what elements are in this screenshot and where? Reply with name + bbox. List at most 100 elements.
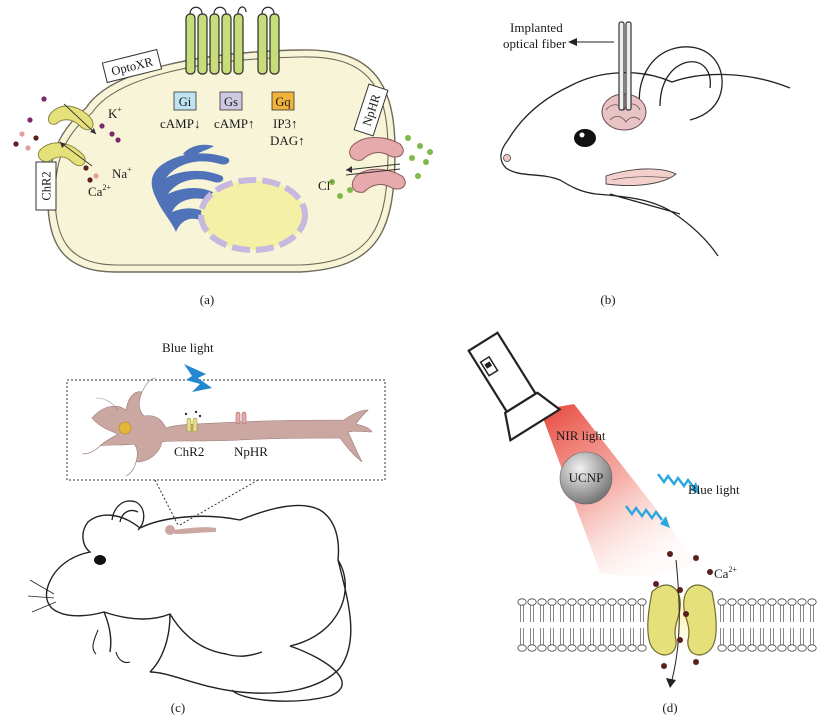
- lipid-head: [587, 644, 597, 652]
- gi-effect: cAMP↓: [160, 116, 200, 131]
- lipid-head: [627, 598, 637, 606]
- zoom-box: [66, 379, 386, 481]
- lipid-head: [717, 598, 727, 606]
- lipid-head: [567, 598, 577, 606]
- ucnp-particle: [559, 451, 613, 505]
- lipid-head: [557, 598, 567, 606]
- lipid-tail: [800, 605, 804, 622]
- ion-flow-arrow: [671, 559, 680, 681]
- panel-b: Implanted optical fiber (b): [500, 20, 791, 307]
- lipid-bilayer: [517, 598, 817, 652]
- blue-light-label-d: Blue light: [688, 482, 740, 497]
- ion-ca-label: Ca2+: [88, 183, 111, 199]
- lipid-tail: [550, 628, 554, 645]
- ion-cl-label: Cl-: [318, 177, 333, 193]
- lipid-head: [527, 598, 537, 606]
- neuron: [81, 377, 373, 477]
- lipid-head: [807, 644, 817, 652]
- lipid-head: [787, 644, 797, 652]
- lipid-head: [617, 598, 627, 606]
- fiber-label-line1: Implanted: [510, 20, 563, 35]
- lipid-head: [727, 598, 737, 606]
- lipid-head: [557, 644, 567, 652]
- lipid-tail: [790, 605, 794, 622]
- lipid-tail: [640, 605, 644, 622]
- lipid-tail: [590, 605, 594, 622]
- ca-label-d: Ca2+: [714, 565, 737, 581]
- neuron-nucleus: [118, 421, 132, 435]
- ucnp-label: UCNP: [569, 470, 604, 485]
- lipid-head: [597, 644, 607, 652]
- nphr-label-box: NpHR: [353, 83, 389, 137]
- rat-tail: [231, 645, 343, 702]
- lipid-head: [727, 644, 737, 652]
- lipid-tail: [540, 605, 544, 622]
- lipid-head: [607, 598, 617, 606]
- lipid-head: [637, 644, 647, 652]
- ions-nphr: [329, 135, 433, 199]
- lipid-tail: [720, 605, 724, 622]
- lipid-tail: [540, 628, 544, 645]
- calcium-channel: [647, 584, 717, 656]
- lipid-tail: [560, 628, 564, 645]
- ion-na-label: Na+: [112, 165, 132, 181]
- lipid-tail: [520, 605, 524, 622]
- gq-effect-dag: DAG↑: [270, 133, 305, 148]
- chr2-on-axon: [184, 410, 202, 433]
- lipid-head: [547, 598, 557, 606]
- lipid-tail: [590, 628, 594, 645]
- mouse-eye: [574, 129, 596, 147]
- chr2-label: ChR2: [40, 171, 54, 200]
- rat-eye: [94, 555, 106, 565]
- lipid-head: [767, 598, 777, 606]
- lipid-tail: [770, 605, 774, 622]
- lipid-tail: [560, 605, 564, 622]
- rat-neuron-marker: [158, 522, 216, 538]
- rat-ear: [111, 500, 145, 531]
- lipid-tail: [760, 628, 764, 645]
- chr2-label-c: ChR2: [174, 444, 204, 459]
- lipid-head: [577, 644, 587, 652]
- lipid-tail: [720, 628, 724, 645]
- lipid-head: [757, 598, 767, 606]
- lipid-head: [807, 598, 817, 606]
- lipid-tail: [570, 605, 574, 622]
- nphr-label-c: NpHR: [234, 444, 268, 459]
- lipid-tail: [520, 628, 524, 645]
- blue-light-label-c: Blue light: [162, 340, 214, 355]
- optical-fiber: [618, 21, 632, 111]
- nphr-pump: [345, 137, 406, 193]
- lipid-head: [777, 644, 787, 652]
- lipid-head: [747, 598, 757, 606]
- gq-label: Gq: [275, 95, 291, 109]
- nir-light-beam: [540, 404, 696, 577]
- lipid-tail: [780, 628, 784, 645]
- optoxr-receptor-2: [257, 6, 280, 75]
- mouse-nose: [503, 154, 511, 162]
- caption-a: (a): [200, 292, 214, 307]
- lipid-tail: [580, 628, 584, 645]
- lipid-head: [587, 598, 597, 606]
- lipid-head: [637, 598, 647, 606]
- lipid-tail: [600, 605, 604, 622]
- gs-label: Gs: [224, 95, 238, 109]
- lipid-head: [537, 598, 547, 606]
- lightning-bolt-icon: [184, 364, 212, 392]
- ion-k-label: K+: [108, 105, 122, 121]
- lipid-tail: [610, 628, 614, 645]
- lipid-tail: [550, 605, 554, 622]
- lipid-head: [607, 644, 617, 652]
- lipid-tail: [630, 605, 634, 622]
- lipid-head: [777, 598, 787, 606]
- lipid-tail: [730, 605, 734, 622]
- lipid-tail: [620, 605, 624, 622]
- lipid-head: [547, 644, 557, 652]
- mouse-ear: [638, 46, 723, 121]
- lipid-head: [527, 644, 537, 652]
- flashlight-icon: [467, 331, 562, 442]
- lipid-tail: [810, 628, 814, 645]
- mouse-head-outline: [500, 71, 791, 257]
- gq-effect-ip3: IP3↑: [273, 116, 298, 131]
- blue-light-waves: [625, 473, 700, 528]
- gs-box: [219, 91, 243, 111]
